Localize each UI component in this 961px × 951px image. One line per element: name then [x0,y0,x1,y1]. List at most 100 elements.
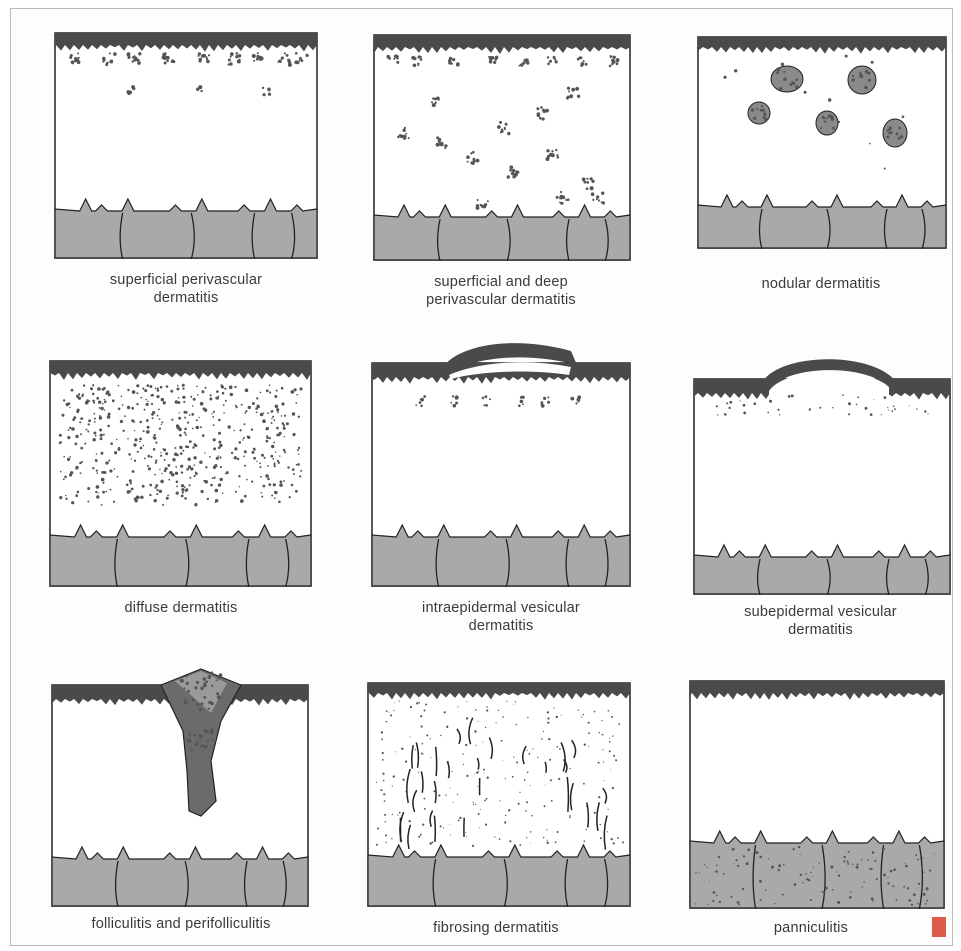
infiltrate-cell [485,727,486,728]
infiltrate-cell [421,725,423,727]
infiltrate-cell [423,395,426,398]
infiltrate-cell [547,717,549,719]
infiltrate-cell [588,732,590,734]
infiltrate-cell [144,409,146,411]
caption-line: folliculitis and perifolliculitis [31,915,331,933]
infiltrate-cell [541,403,543,405]
infiltrate-cell [484,800,486,802]
infiltrate-cell [134,430,135,431]
infiltrate-cell [808,879,810,881]
infiltrate-cell [525,810,527,812]
infiltrate-cell [541,738,543,740]
infiltrate-cell [223,404,225,406]
infiltrate-cell [399,812,401,814]
infiltrate-cell [100,407,103,410]
infiltrate-cell [163,448,166,451]
infiltrate-cell [598,796,600,798]
infiltrate-cell [166,60,169,63]
infiltrate-cell [89,400,91,402]
infiltrate-cell [586,178,588,180]
infiltrate-cell [111,60,113,62]
infiltrate-cell [105,63,108,66]
infiltrate-cell [218,441,221,444]
infiltrate-cell [575,87,579,91]
infiltrate-cell [419,401,422,404]
infiltrate-cell [80,472,82,474]
infiltrate-cell [243,456,245,458]
infiltrate-cell [783,77,787,81]
infiltrate-cell [113,501,115,503]
infiltrate-cell [699,872,700,873]
infiltrate-cell [204,480,208,484]
infiltrate-cell [540,106,543,109]
infiltrate-cell [260,466,262,468]
infiltrate-cell [92,467,94,469]
infiltrate-cell [520,63,523,66]
infiltrate-cell [267,412,269,414]
infiltrate-cell [234,456,237,459]
infiltrate-cell [181,488,184,491]
infiltrate-cell [129,479,132,482]
infiltrate-cell [154,434,156,436]
infiltrate-cell [63,399,65,401]
infiltrate-cell [199,59,202,62]
caption-line: superficial perivascular [31,271,341,289]
infiltrate-cell [209,456,211,458]
panel-diffuse [49,359,312,587]
infiltrate-cell [555,841,557,843]
infiltrate-cell [131,488,134,491]
caption-diffuse: diffuse dermatitis [26,599,336,617]
infiltrate-cell [69,427,71,429]
infiltrate-cell [416,702,418,704]
infiltrate-cell [570,397,574,401]
infiltrate-cell [102,491,105,494]
caption-line: fibrosing dermatitis [346,919,646,937]
infiltrate-cell [230,56,232,58]
infiltrate-cell [869,143,871,145]
infiltrate-cell [390,715,392,717]
infiltrate-cell [451,63,453,65]
infiltrate-cell [526,750,527,751]
infiltrate-cell [202,434,205,437]
infiltrate-cell [926,887,929,890]
infiltrate-cell [376,844,378,846]
infiltrate-cell [917,903,919,905]
infiltrate-cell [381,738,383,740]
infiltrate-cell [393,775,395,777]
infiltrate-cell [203,682,205,684]
infiltrate-cell [915,854,917,856]
infiltrate-cell [726,402,728,404]
infiltrate-cell [724,413,726,415]
infiltrate-cell [204,745,208,749]
infiltrate-cell [473,804,474,805]
infiltrate-cell [730,395,732,397]
infiltrate-cell [894,408,896,410]
infiltrate-cell [184,701,188,705]
infiltrate-cell [586,187,589,190]
infiltrate-cell [75,467,78,470]
infiltrate-cell [101,504,103,506]
infiltrate-cell [522,403,524,405]
infiltrate-cell [519,792,520,793]
infiltrate-cell [900,135,903,138]
infiltrate-cell [205,387,207,389]
infiltrate-cell [862,886,863,887]
infiltrate-cell [200,686,204,690]
infiltrate-cell [740,400,741,401]
infiltrate-cell [213,447,216,450]
infiltrate-cell [263,485,266,488]
infiltrate-cell [185,490,187,492]
infiltrate-cell [157,389,160,392]
infiltrate-cell [887,136,890,139]
infiltrate-cell [863,881,864,882]
infiltrate-cell [779,414,780,415]
infiltrate-cell [77,396,80,399]
infiltrate-cell [95,460,97,462]
infiltrate-cell [391,838,392,839]
infiltrate-cell [819,862,820,863]
infiltrate-cell [570,95,573,98]
infiltrate-cell [195,472,198,475]
infiltrate-cell [611,838,613,840]
infiltrate-cell [477,199,479,201]
infiltrate-cell [228,59,231,62]
